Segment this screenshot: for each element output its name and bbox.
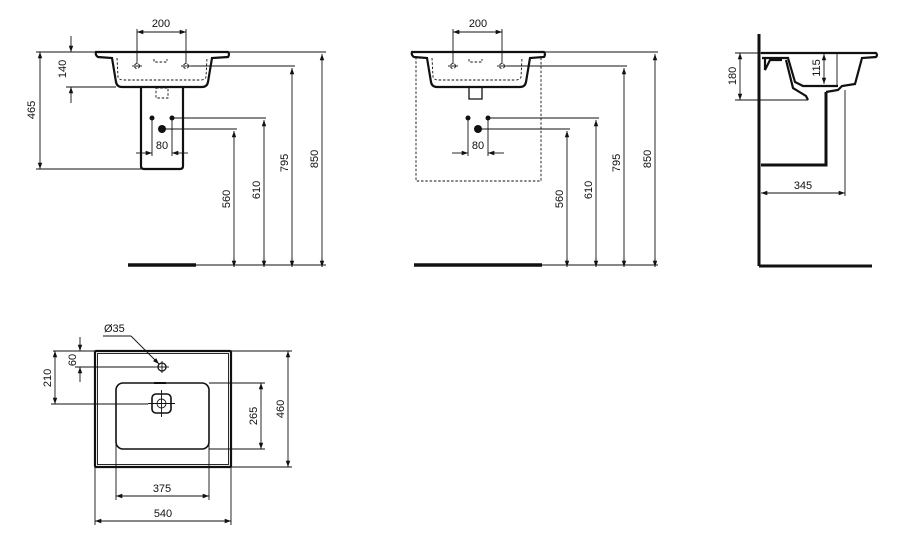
dim-pedestal-height: 465 — [26, 101, 38, 119]
dim-waste-height: 560 — [554, 190, 566, 208]
dim-supply-spacing: 80 — [472, 140, 484, 152]
dim-tap-spacing: 200 — [152, 18, 170, 30]
basin-outer-outline — [93, 349, 233, 469]
dim-bowl-depth: 115 — [811, 59, 823, 77]
dim-total-height: 850 — [642, 150, 654, 168]
overflow-profile — [763, 58, 782, 71]
dim-waste-height: 560 — [221, 190, 233, 208]
front-cabinet-view: 80 200 560 610 795 850 — [410, 18, 658, 267]
tap-hole-icon — [132, 63, 191, 69]
side-view: 180 115 345 — [727, 34, 879, 268]
dim-tap-hole-offset: 60 — [67, 354, 79, 366]
basin-outline — [94, 50, 231, 89]
cabinet-side — [761, 92, 828, 167]
basin-inner-rim — [97, 353, 229, 465]
dim-overflow-height: 795 — [611, 154, 623, 172]
trap-profile — [784, 59, 809, 101]
overflow-hidden — [468, 59, 483, 63]
pedestal-outline — [139, 88, 185, 171]
dim-overflow-height: 795 — [279, 154, 291, 172]
dim-supply-height: 610 — [583, 181, 595, 199]
dim-projection: 345 — [794, 180, 812, 192]
dim-total-height: 850 — [309, 150, 321, 168]
basin-outline — [410, 50, 547, 89]
dim-supply-spacing: 80 — [156, 140, 168, 152]
tap-hole-icon — [448, 63, 507, 69]
basin-profile — [761, 51, 879, 94]
dim-total-depth: 460 — [275, 400, 287, 418]
dim-tap-spacing: 200 — [469, 18, 487, 30]
dim-bowl-length: 265 — [248, 407, 260, 425]
dim-supply-height: 610 — [251, 181, 263, 199]
waste-hidden — [155, 87, 169, 99]
dim-basin-depth: 140 — [57, 60, 69, 78]
overflow-hidden — [153, 59, 168, 63]
bowl-hidden-line — [116, 57, 208, 81]
bowl-hidden-line — [431, 57, 523, 81]
basin-inner-profile — [762, 56, 838, 88]
dim-rim-height: 180 — [727, 67, 739, 85]
top-view: Ø35 60 210 265 460 375 540 — [42, 323, 292, 525]
bowl-outline — [115, 382, 210, 450]
dim-tap-hole-diameter: Ø35 — [104, 323, 125, 335]
dim-bowl-width: 375 — [153, 483, 171, 495]
dim-waste-offset: 210 — [42, 369, 54, 387]
front-pedestal-view: 80 200 140 465 560 610 795 850 — [26, 18, 326, 267]
waste-outlet — [468, 88, 483, 100]
cabinet-hidden-outline — [415, 57, 542, 182]
dim-total-width: 540 — [154, 508, 172, 520]
